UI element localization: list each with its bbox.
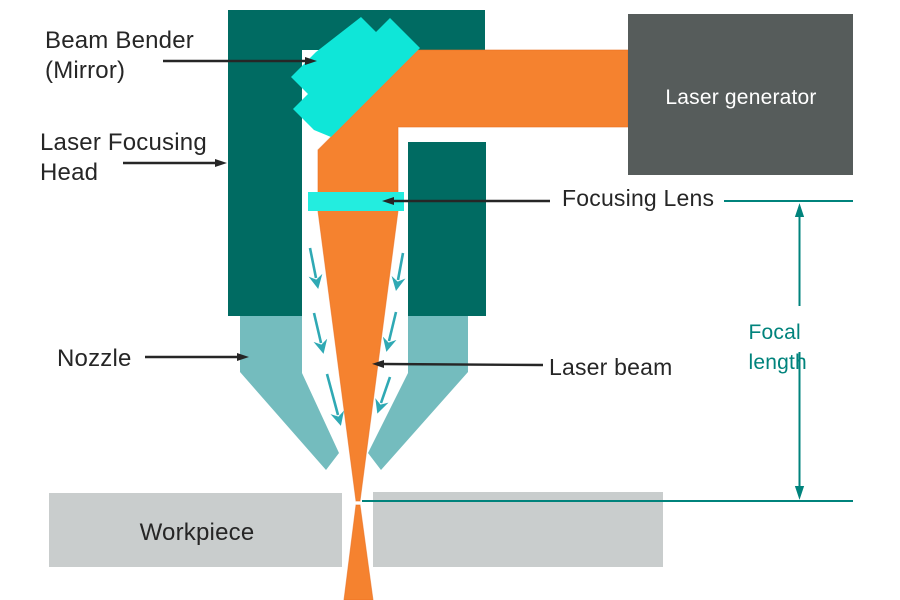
gas-flow-arrow xyxy=(375,376,392,414)
gas-flow-arrow xyxy=(308,247,323,289)
nozzle-label: Nozzle xyxy=(57,345,132,372)
workpiece-slab-right xyxy=(373,492,663,567)
focal-length-label: Focal length xyxy=(748,321,807,374)
gas-flow-arrows xyxy=(308,247,406,426)
gas-flow-arrow xyxy=(312,312,328,354)
focusing-lens-glass xyxy=(308,192,404,211)
focusing-head-label: Laser Focusing Head xyxy=(40,129,207,186)
laser-beam-label: Laser beam xyxy=(549,354,673,380)
workpiece-slab-left xyxy=(49,493,342,567)
nozzle-left-half xyxy=(240,316,339,470)
gas-flow-arrow xyxy=(325,373,345,426)
focusing-lens-label: Focusing Lens xyxy=(562,185,715,211)
gas-flow-arrow xyxy=(382,311,398,352)
laser-beam-leader-arrow xyxy=(372,360,544,369)
label-leader-arrows xyxy=(123,57,550,369)
laser-beam-below-focus xyxy=(343,504,374,600)
beam-bender-mirror xyxy=(291,17,420,137)
workpiece-label: Workpiece xyxy=(139,519,255,546)
laser-generator-box xyxy=(628,14,853,175)
focusing-head-housing-right xyxy=(408,142,486,316)
nozzle-right-half xyxy=(368,316,468,470)
laser-generator-label: Laser generator xyxy=(665,86,817,109)
gas-flow-arrow xyxy=(391,252,406,292)
beam-bender-label: Beam Bender (Mirror) xyxy=(45,27,194,84)
focusing-head-housing-left xyxy=(228,10,485,316)
focal-length-dimension xyxy=(362,200,853,502)
